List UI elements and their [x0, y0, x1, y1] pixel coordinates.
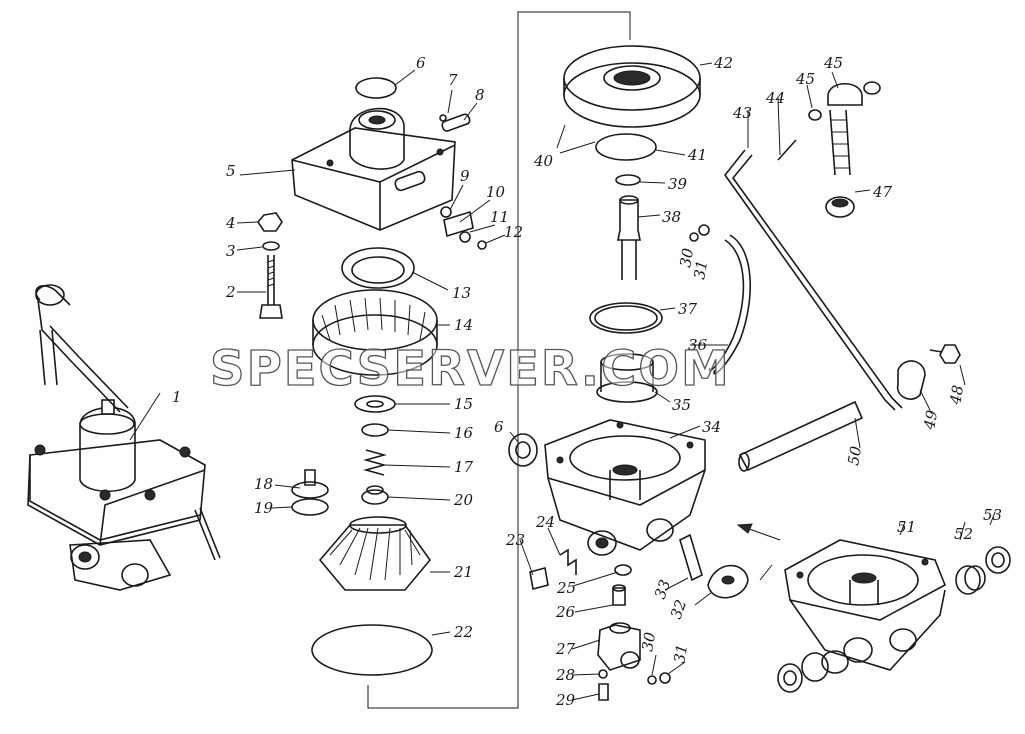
assembled-valve-unit — [27, 284, 221, 591]
label-25: 25 — [556, 579, 576, 597]
label-2: 2 — [225, 283, 236, 301]
label-37: 37 — [678, 300, 698, 318]
label-15: 15 — [454, 395, 473, 413]
label-16: 16 — [454, 424, 474, 442]
label-23: 23 — [505, 531, 525, 549]
part-number-labels: 1 2 3 4 5 6 7 8 9 10 11 12 13 14 15 16 1… — [172, 54, 1002, 709]
label-11: 11 — [490, 208, 509, 226]
label-30-lower: 30 — [638, 630, 659, 652]
leader-lines — [129, 62, 996, 701]
label-12: 12 — [504, 223, 523, 241]
label-43: 43 — [732, 104, 752, 122]
label-32: 32 — [667, 597, 690, 621]
label-24: 24 — [535, 513, 555, 531]
label-4: 4 — [225, 214, 236, 232]
label-8: 8 — [475, 86, 485, 104]
label-51: 51 — [897, 518, 916, 536]
label-13: 13 — [452, 284, 471, 302]
label-20: 20 — [453, 491, 474, 509]
label-30-upper: 30 — [676, 246, 697, 268]
label-34: 34 — [702, 418, 721, 436]
label-49: 49 — [920, 408, 941, 431]
label-6-center: 6 — [494, 418, 504, 436]
right-side-parts — [723, 81, 1011, 693]
label-31-lower: 31 — [670, 643, 691, 665]
label-17: 17 — [454, 458, 474, 476]
label-19: 19 — [254, 499, 274, 517]
label-6-top: 6 — [416, 54, 426, 72]
label-52: 52 — [954, 525, 973, 543]
label-40: 40 — [533, 152, 554, 170]
watermark-text: SPECSERVER.COM — [210, 341, 731, 397]
label-3: 3 — [226, 242, 236, 260]
label-38: 38 — [662, 208, 681, 226]
label-5: 5 — [226, 162, 236, 180]
label-33: 33 — [651, 577, 674, 601]
label-14: 14 — [454, 316, 473, 334]
label-21: 21 — [453, 563, 473, 581]
label-1: 1 — [172, 388, 182, 406]
label-47: 47 — [872, 183, 893, 201]
label-7: 7 — [448, 71, 458, 89]
label-53: 53 — [983, 506, 1002, 524]
label-27: 27 — [555, 640, 576, 658]
label-45-right: 45 — [823, 54, 843, 72]
label-18: 18 — [254, 475, 273, 493]
label-50: 50 — [844, 444, 865, 466]
label-44: 44 — [765, 89, 785, 107]
label-10: 10 — [486, 183, 506, 201]
label-39: 39 — [668, 175, 688, 193]
label-22: 22 — [453, 623, 473, 641]
left-column-parts — [256, 77, 487, 676]
label-48: 48 — [946, 384, 967, 407]
label-42: 42 — [713, 54, 733, 72]
label-26: 26 — [555, 603, 576, 621]
label-28: 28 — [555, 666, 575, 684]
label-36: 36 — [688, 336, 708, 354]
label-9: 9 — [460, 167, 470, 185]
center-column-parts — [367, 11, 752, 709]
label-29: 29 — [555, 691, 576, 709]
label-31-upper: 31 — [690, 259, 711, 281]
label-45-left: 45 — [795, 70, 815, 88]
label-41: 41 — [687, 146, 707, 164]
label-35: 35 — [672, 396, 691, 414]
